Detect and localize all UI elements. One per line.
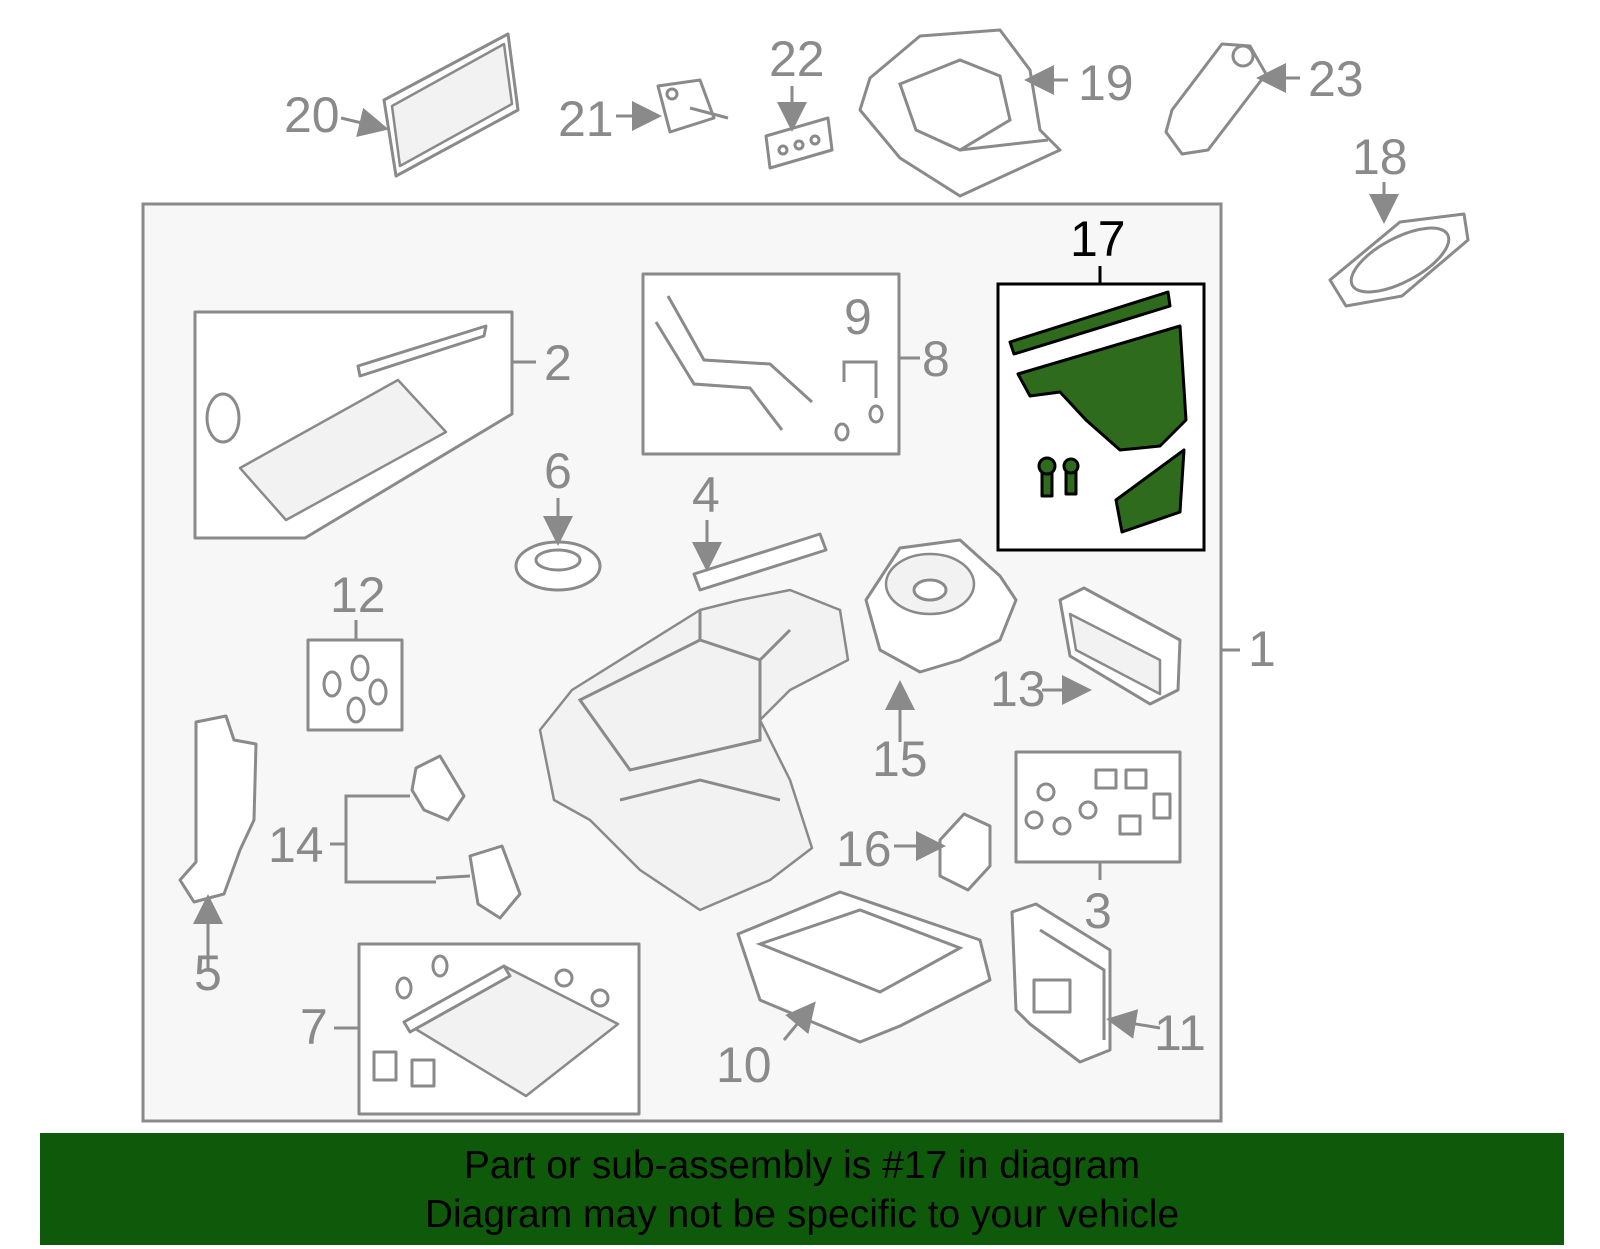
part-13-filter-door[interactable] (1042, 586, 1182, 706)
part-5-bracket[interactable] (178, 714, 258, 970)
callout-11: 11 (1154, 1005, 1206, 1061)
callout-7: 7 (300, 999, 328, 1055)
part-15-blower-motor[interactable] (864, 538, 1018, 742)
part-10-lower-case[interactable] (736, 890, 992, 1044)
callout-5: 5 (194, 945, 222, 1001)
callout-13: 13 (990, 661, 1046, 717)
part-2-door-kit[interactable] (193, 310, 536, 540)
callout-16: 16 (836, 821, 892, 877)
callout-8: 8 (922, 331, 950, 387)
part-4-hvac-case[interactable] (538, 520, 850, 912)
callout-3: 3 (1084, 883, 1112, 939)
callout-20: 20 (284, 87, 340, 143)
part-19-housing-cover[interactable] (858, 28, 1068, 198)
part-12-grommet-kit[interactable] (306, 620, 404, 732)
callout-6: 6 (544, 443, 572, 499)
callout-19: 19 (1078, 55, 1134, 111)
callout-10: 10 (716, 1037, 772, 1093)
callout-18: 18 (1352, 129, 1408, 185)
callout-12: 12 (330, 567, 386, 623)
part-3-hardware-kit[interactable] (1014, 750, 1182, 880)
part-18-vent-ring[interactable] (1328, 182, 1470, 308)
part-23-valve[interactable] (1164, 42, 1300, 156)
info-banner: Part or sub-assembly is #17 in diagram D… (40, 1133, 1564, 1245)
callout-14: 14 (268, 817, 324, 873)
banner-line-part: Part or sub-assembly is #17 in diagram (463, 1144, 1141, 1187)
part-22-seal-plate[interactable] (764, 86, 834, 170)
part-7-heater-core[interactable] (334, 942, 641, 1116)
callout-23: 23 (1308, 51, 1364, 107)
part-21-bracket[interactable] (616, 78, 729, 134)
part-17-blower-housing[interactable] (996, 266, 1206, 552)
part-11-control-module[interactable] (1010, 902, 1161, 1064)
part-8-drain-tubes[interactable] (641, 272, 920, 456)
callout-22: 22 (769, 31, 825, 87)
callout-1: 1 (1248, 621, 1276, 677)
part-20-cabin-filter[interactable] (340, 32, 520, 178)
callout-17: 17 (1070, 211, 1126, 267)
banner-line-disclaimer: Diagram may not be specific to your vehi… (424, 1193, 1180, 1236)
callout-15: 15 (872, 731, 928, 787)
part-14-actuators[interactable] (330, 754, 522, 920)
part-16-resistor[interactable] (894, 812, 992, 892)
callout-9: 9 (844, 289, 872, 345)
callout-2: 2 (544, 335, 572, 391)
callout-4: 4 (692, 467, 720, 523)
part-6-seal[interactable] (514, 498, 602, 592)
callout-21: 21 (558, 91, 614, 147)
